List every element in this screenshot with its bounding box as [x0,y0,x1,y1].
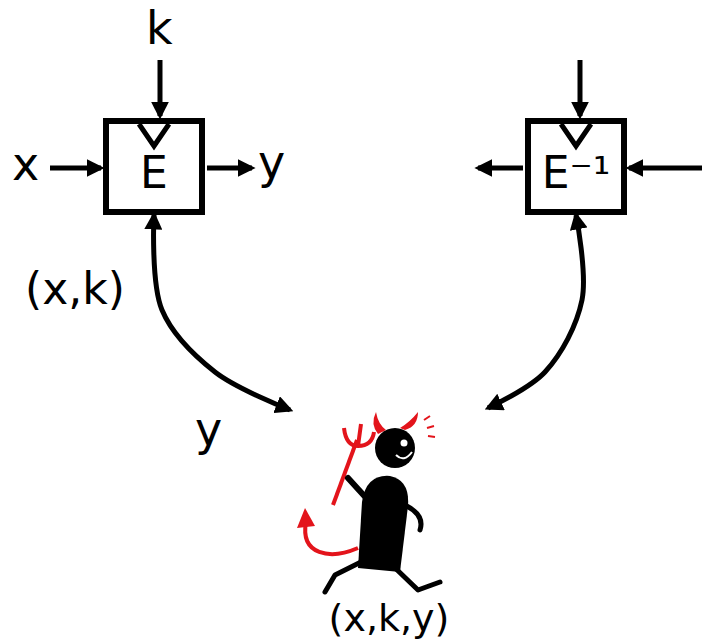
devil-eye [401,440,408,447]
cipher-box: E⁻¹ [525,118,627,215]
cipher-name: E⁻¹ [542,150,611,196]
oracle-query-arrow [154,215,290,410]
input-wire [50,166,101,171]
cipher-box: E [103,118,205,215]
devil-tail [305,522,358,554]
key-label: k [146,4,173,52]
adversary-figure: (x,k,y) [290,395,488,641]
output-wire [207,166,252,171]
devil-smile [396,452,412,458]
output-label: y [258,138,285,186]
devil-body [358,476,408,572]
devil-sparks [424,416,435,437]
devil-drawing [290,395,480,600]
devil-tail-tip [297,508,315,528]
key-notch-line [561,124,591,146]
answer-label: y [195,405,222,453]
devil-horn [400,412,418,430]
key-wire [578,60,583,116]
input-label: x [12,140,39,188]
connectors [154,215,584,410]
cipher-name: E [140,150,168,196]
devil-head [375,428,415,468]
input-wire [629,166,702,171]
key-wire [158,60,163,116]
oracle-query-arrow [488,215,583,408]
adversary-knowledge: (x,k,y) [290,599,488,639]
trident-shaft [333,440,357,505]
devil-arm [405,505,421,530]
output-wire [478,166,523,171]
query-label: (x,k) [25,266,125,312]
trident-head [344,424,374,446]
devil-horn [373,412,386,434]
key-notch-line [139,124,169,146]
